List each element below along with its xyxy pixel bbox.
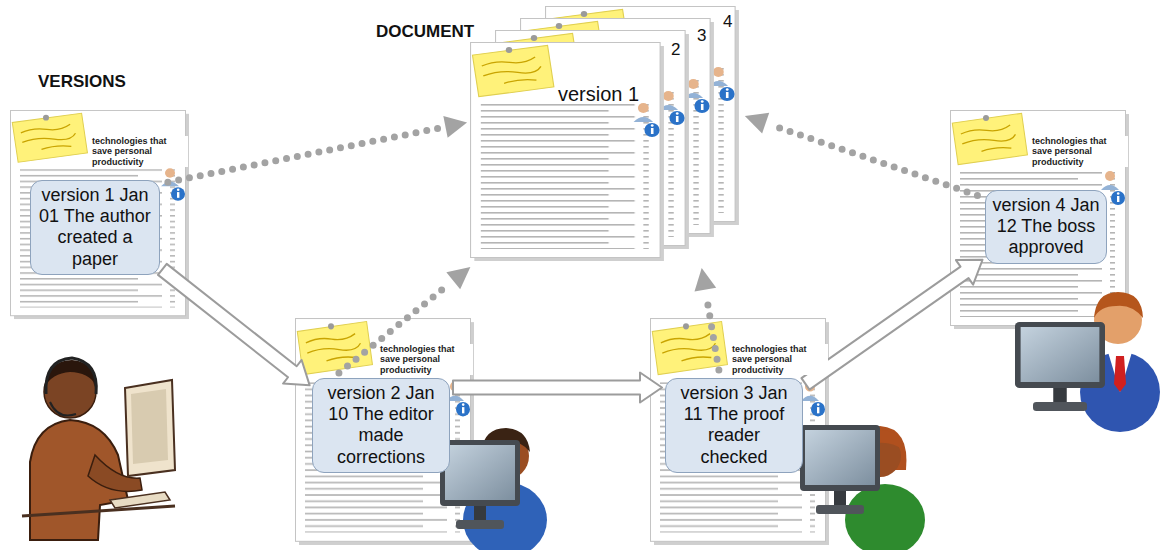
- document-page: [471, 43, 664, 262]
- publish-arrow: [694, 268, 718, 370]
- arrow-head: [694, 268, 716, 292]
- version-box: version 4 Jan 12 The boss approved: [985, 190, 1107, 264]
- version-box: version 2 Jan 10 The editor made correct…: [312, 378, 450, 473]
- author-figure: [46, 358, 96, 394]
- page-number: 4: [723, 12, 732, 32]
- paper-title: technologies that save personal producti…: [732, 344, 828, 375]
- paper-title: technologies that save personal producti…: [92, 136, 188, 167]
- boss-figure: [1094, 292, 1143, 318]
- editor-figure: [440, 428, 547, 550]
- author-figure: [22, 358, 175, 540]
- flow-arrow: [801, 260, 982, 390]
- hollow-arrow: [453, 372, 662, 402]
- author-figure: [50, 402, 76, 416]
- author-figure: [22, 506, 175, 516]
- publish-arrow: [168, 116, 467, 182]
- dotted-line: [168, 128, 441, 182]
- author-figure: [125, 380, 175, 476]
- paper-title: technologies that save personal producti…: [380, 344, 473, 375]
- paper-thumbnail: [651, 319, 830, 545]
- publish-arrow: [745, 113, 978, 196]
- arrow-head: [446, 267, 470, 289]
- boss-figure: [1114, 356, 1126, 392]
- version-box: version 3 Jan 11 The proof reader checke…: [665, 378, 803, 473]
- arrow-head: [443, 116, 467, 138]
- version-text: version 3 Jan 11 The proof reader checke…: [672, 383, 796, 468]
- version-box: version 1 Jan 01 The author created a pa…: [30, 180, 160, 275]
- version-text: version 1 Jan 01 The author created a pa…: [37, 185, 153, 270]
- boss-figure: [1015, 322, 1105, 411]
- section-heading: VERSIONS: [38, 72, 126, 92]
- dotted-line: [706, 295, 719, 371]
- flow-arrow: [453, 372, 662, 402]
- author-figure: [131, 389, 168, 464]
- proofreader-figure: [800, 425, 925, 550]
- dotted-line: [770, 125, 977, 196]
- hollow-arrow: [801, 260, 982, 390]
- boss-figure: [1108, 352, 1132, 392]
- boss-figure: [1015, 292, 1160, 432]
- editor-figure: [440, 440, 520, 529]
- version-text: version 1: [558, 83, 742, 106]
- flow-arrow: [158, 264, 310, 386]
- paper-thumbnail: [951, 111, 1130, 330]
- version-text: version 2 Jan 10 The editor made correct…: [319, 383, 443, 468]
- paper-thumbnail: [296, 319, 475, 545]
- paper-title: technologies that save personal producti…: [1032, 136, 1128, 167]
- page-number: 3: [697, 26, 706, 46]
- arrow-head: [745, 113, 769, 134]
- section-heading: DOCUMENT: [376, 22, 474, 42]
- version-text: version 4 Jan 12 The boss approved: [992, 195, 1100, 259]
- proofreader-figure: [845, 484, 925, 550]
- paper-thumbnail: [11, 110, 190, 319]
- hollow-arrow: [158, 264, 310, 386]
- page-number: 2: [671, 40, 680, 60]
- proofreader-figure: [800, 425, 880, 514]
